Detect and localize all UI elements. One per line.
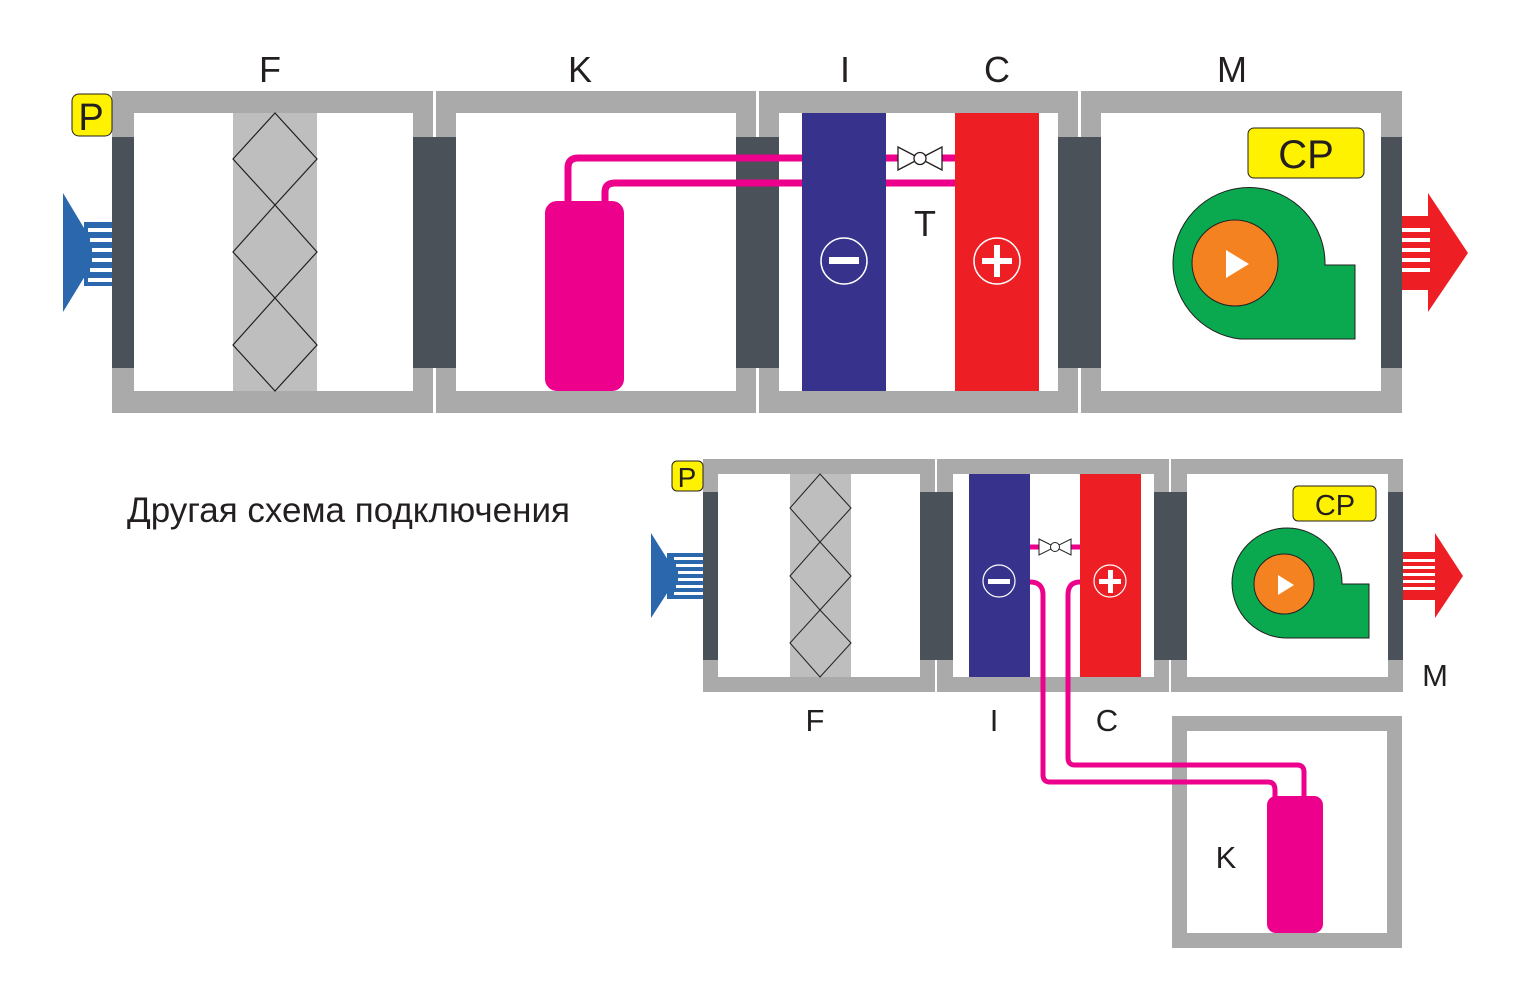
flange — [920, 492, 953, 660]
air-outlet-arrow-icon — [1402, 193, 1468, 312]
label-filter: F — [259, 49, 281, 90]
fan-icon — [1172, 187, 1356, 340]
plus-icon — [973, 237, 1021, 285]
flange — [736, 137, 779, 368]
svg-text:P: P — [678, 462, 697, 493]
label-condenser: C — [1096, 703, 1118, 738]
evaporator-coil — [969, 474, 1030, 677]
outlet-flange — [1381, 137, 1402, 368]
inlet-flange — [112, 137, 134, 368]
label-filter: F — [806, 703, 825, 738]
bottom-unit: CP P F I C M K — [651, 459, 1463, 948]
air-inlet-arrow-icon — [651, 533, 703, 618]
top-unit: CP P F K I C M T — [63, 49, 1468, 413]
outlet-flange — [1388, 492, 1403, 660]
evaporator-coil — [802, 113, 886, 391]
label-fan: M — [1422, 658, 1448, 693]
air-inlet-arrow-icon — [63, 193, 112, 312]
flange — [1058, 137, 1101, 368]
label-compressor: K — [568, 49, 592, 90]
cp-badge: CP — [1247, 127, 1365, 179]
label-evaporator: I — [990, 703, 999, 738]
label-evaporator: I — [840, 49, 850, 90]
refrigerant-pipes — [564, 154, 955, 210]
air-outlet-arrow-icon — [1403, 533, 1463, 618]
filter-icon — [232, 112, 318, 392]
expansion-valve-icon — [1038, 538, 1072, 556]
compressor-icon — [545, 201, 624, 391]
p-badge: P — [71, 93, 113, 139]
label-fan: M — [1217, 49, 1247, 90]
cp-badge: CP — [1292, 485, 1377, 522]
label-compressor: K — [1216, 840, 1237, 875]
svg-text:CP: CP — [1315, 490, 1355, 522]
flange — [413, 137, 456, 368]
inlet-flange — [703, 492, 718, 660]
plus-icon — [1093, 564, 1127, 598]
compressor-icon — [1267, 796, 1323, 933]
svg-text:CP: CP — [1278, 133, 1334, 177]
label-condenser: C — [984, 49, 1010, 90]
filter-icon — [789, 473, 852, 678]
svg-text:P: P — [78, 97, 103, 139]
alt-scheme-caption: Другая схема подключения — [127, 491, 570, 530]
label-valve: T — [914, 203, 936, 244]
fan-icon — [1231, 527, 1370, 639]
p-badge: P — [671, 460, 704, 493]
flange — [1154, 492, 1187, 660]
minus-icon — [982, 564, 1016, 598]
minus-icon — [820, 237, 868, 285]
expansion-valve-icon — [897, 145, 943, 172]
